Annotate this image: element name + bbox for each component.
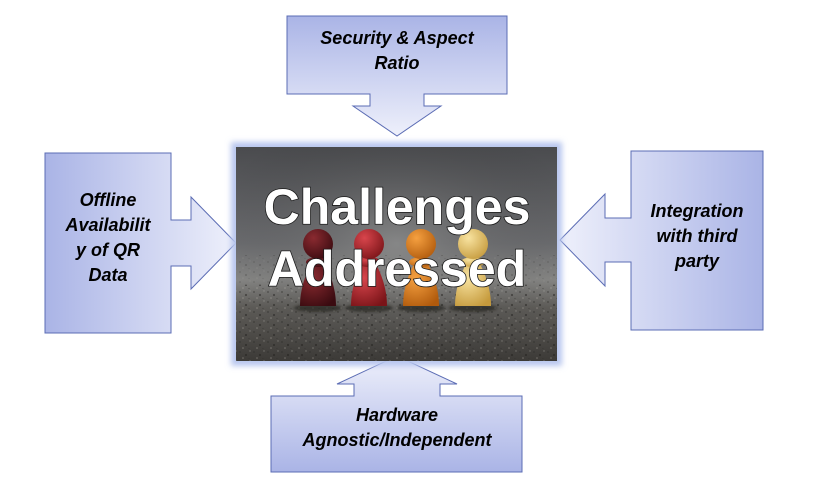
- callout-right-line1: Integration: [651, 201, 744, 221]
- pawn-red: [345, 229, 393, 312]
- callout-left: Offline Availabilit y of QR Data: [44, 152, 237, 334]
- callout-left-shape: [44, 152, 237, 334]
- callout-left-line2: Availabilit: [64, 215, 151, 235]
- callout-bottom: Hardware Agnostic/Independent: [270, 355, 523, 473]
- callout-right-line2: with third: [657, 226, 739, 246]
- pawn-maroon: [294, 229, 342, 312]
- callout-right-line3: party: [674, 251, 720, 271]
- callout-left-line1: Offline: [80, 190, 137, 210]
- callout-right-shape: [559, 150, 764, 331]
- center-title-line1: Challenges: [264, 179, 531, 235]
- center-image-gravel: [236, 285, 557, 361]
- callout-top-line1: Security & Aspect: [320, 28, 474, 48]
- callout-top: Security & Aspect Ratio: [286, 15, 508, 137]
- center-image: Challenges Addressed: [231, 142, 562, 366]
- callout-bottom-shape: [270, 355, 523, 473]
- pawn-orange: [397, 229, 445, 312]
- callout-top-shape: [286, 15, 508, 137]
- callout-right: Integration with third party: [559, 150, 764, 331]
- callout-top-line2: Ratio: [375, 53, 420, 73]
- callout-left-line4: Data: [88, 265, 127, 285]
- center-image-gravel-far: [236, 255, 557, 285]
- callout-left-line3: y of QR: [75, 240, 140, 260]
- callout-bottom-line1: Hardware: [356, 405, 438, 425]
- callout-bottom-line2: Agnostic/Independent: [302, 430, 493, 450]
- pawn-yellow: [449, 229, 497, 312]
- center-title-line2: Addressed: [268, 241, 526, 297]
